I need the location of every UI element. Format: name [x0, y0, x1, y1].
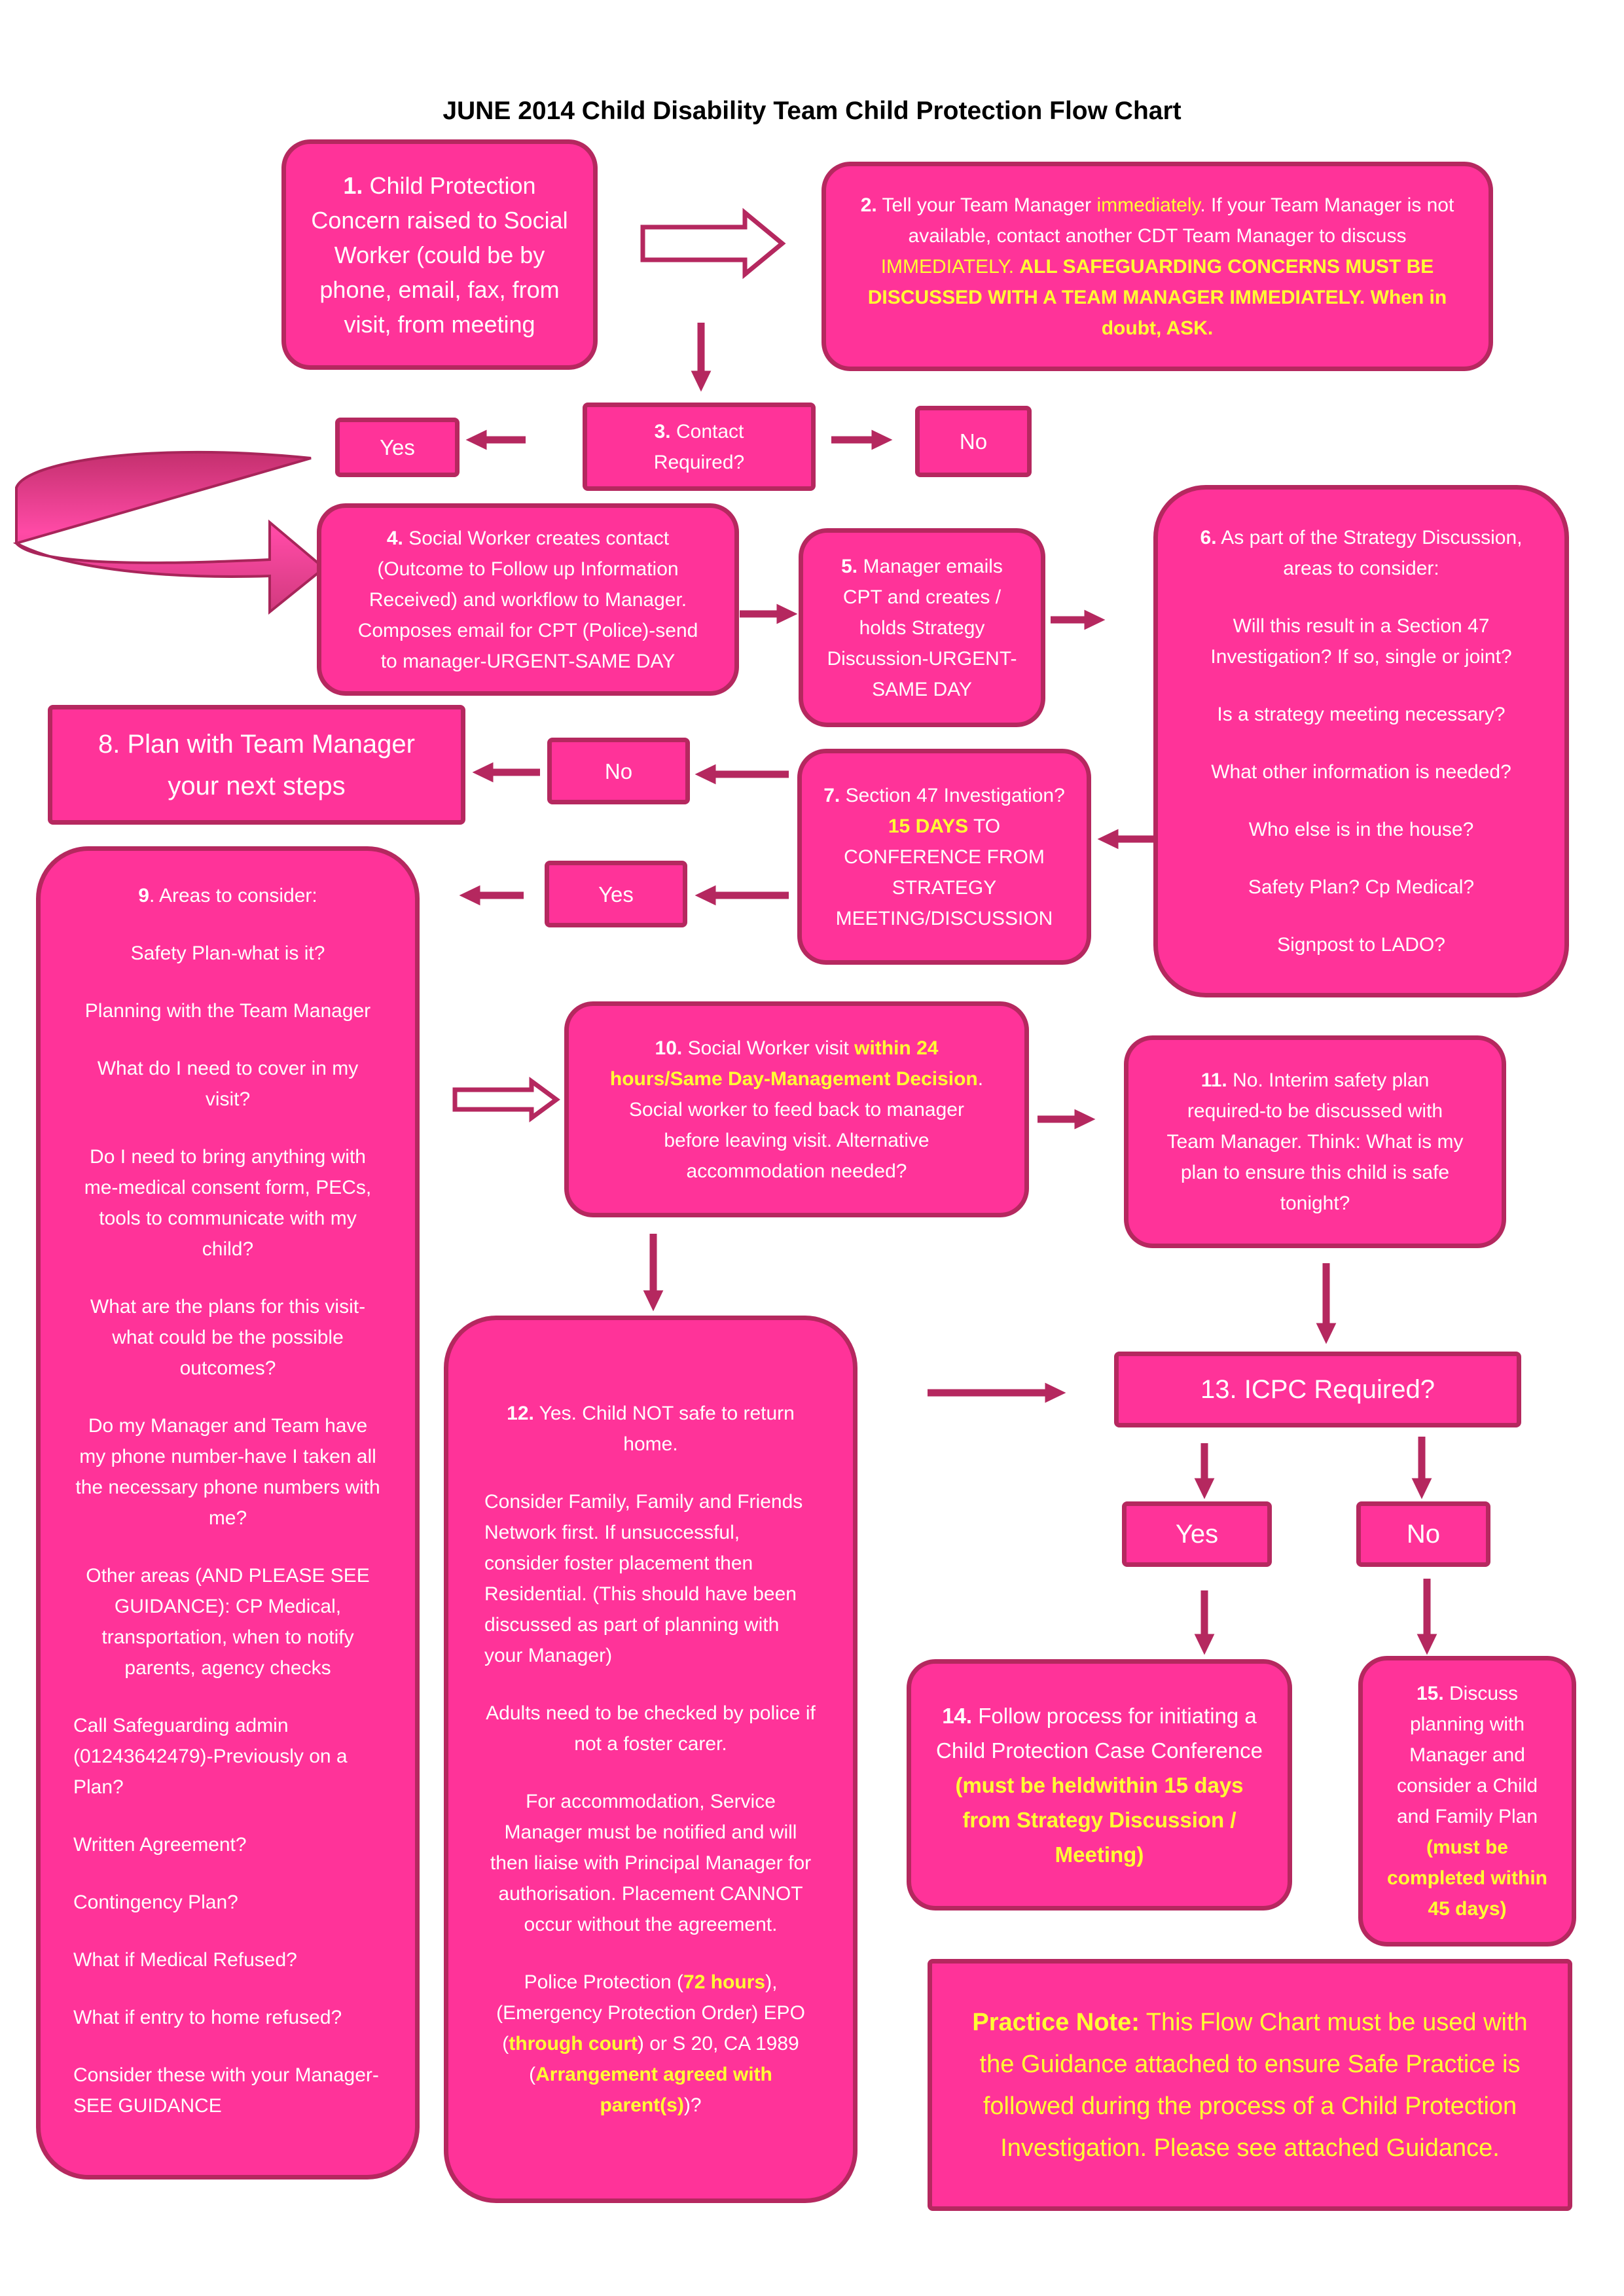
box-9-item: Written Agreement? [73, 1834, 247, 1856]
box-15-deadline: (must be completed within 45 days) [1386, 1837, 1547, 1920]
box-9-item: Planning with the Team Manager [84, 1000, 371, 1022]
box-12-through-court: through court [509, 2033, 638, 2054]
no-bottom: No [1356, 1501, 1490, 1567]
box-4-number: 4. [386, 527, 403, 549]
practice-note-text: This Flow Chart must be used with the Gu… [979, 2008, 1528, 2162]
box-9-item: Safety Plan-what is it? [130, 942, 325, 964]
box-11-text: No. Interim safety plan required-to be d… [1166, 1069, 1464, 1214]
yes-bottom: Yes [1122, 1501, 1272, 1567]
box-6-item: Safety Plan? Cp Medical? [1248, 876, 1475, 898]
box-6-number: 6. [1200, 527, 1217, 548]
box-11-number: 11. [1200, 1069, 1227, 1091]
box-2-warning: ALL SAFEGUARDING CONCERNS MUST BE DISCUS… [867, 255, 1447, 339]
box-4-text: Social Worker creates contact (Outcome t… [357, 527, 698, 672]
box-14-text: Follow process for initiating a Child Pr… [936, 1703, 1263, 1763]
box-12-para-5: ), (Emergency Protection Order) EPO ( [496, 1971, 805, 2054]
box-2-immediately-caps: IMMEDIATELY. [880, 255, 1015, 278]
box-9-item: What do I need to cover in my visit? [97, 1058, 359, 1110]
box-9-item: Do I need to bring anything with me-medi… [84, 1146, 372, 1260]
box-12-para-4: For accommodation, Service Manager must … [490, 1791, 812, 1935]
box-6-strategy-discussion: 6. As part of the Strategy Discussion, a… [1153, 485, 1569, 997]
box-12-arrangement: Arrangement agreed with parent(s) [535, 2064, 772, 2116]
box-9-heading: . Areas to consider: [149, 885, 317, 906]
box-9-item: Other areas (AND PLEASE SEE GUIDANCE): C… [86, 1565, 370, 1679]
box-3-contact-required: 3. Contact Required? [583, 403, 816, 491]
box-12-child-not-safe: 12. Yes. Child NOT safe to return home. … [444, 1316, 857, 2203]
no-top: No [915, 406, 1032, 477]
box-1-concern-raised: 1. Child Protection Concern raised to So… [281, 139, 598, 370]
yes-mid: Yes [545, 861, 687, 927]
thin-arrows [459, 323, 1437, 1655]
box-13-icpc-required: 13. ICPC Required? [1114, 1352, 1521, 1427]
box-14-case-conference: 14. Follow process for initiating a Chil… [907, 1659, 1292, 1910]
box-6-item: Will this result in a Section 47 Investi… [1210, 615, 1512, 668]
practice-note-label: Practice Note: [972, 2008, 1140, 2036]
box-7-number: 7. [823, 784, 840, 806]
box-7-text-2: TO CONFERENCE FROM STRATEGY MEETING/DISC… [835, 815, 1053, 929]
box-2-tell-manager: 2. Tell your Team Manager immediately. I… [821, 162, 1493, 371]
box-9-areas-to-consider: 9. Areas to consider: Safety Plan-what i… [36, 846, 420, 2179]
box-15-child-family-plan: 15. Discuss planning with Manager and co… [1358, 1656, 1576, 1946]
box-15-text: Discuss planning with Manager and consid… [1396, 1683, 1538, 1827]
box-3-text: Contact Required? [653, 420, 745, 473]
box-14-deadline: (must be heldwithin 15 days from Strateg… [955, 1772, 1244, 1867]
box-9-item: Call Safeguarding admin (01243642479)-Pr… [73, 1715, 348, 1798]
box-12-para-3: Adults need to be checked by police if n… [486, 1702, 816, 1755]
box-6-item: What other information is needed? [1211, 761, 1511, 783]
box-8-plan-with-manager: 8. Plan with Team Manager your next step… [48, 705, 465, 825]
page-title: JUNE 2014 Child Disability Team Child Pr… [442, 97, 1182, 125]
box-2-number: 2. [860, 194, 877, 216]
box-10-text-2: . Social worker to feed back to manager … [629, 1067, 984, 1182]
box-5-text: Manager emails CPT and creates / holds S… [827, 555, 1017, 700]
box-12-72-hours: 72 hours [683, 1971, 766, 1993]
box-10-number: 10. [655, 1037, 683, 1059]
box-6-item: Who else is in the house? [1248, 819, 1474, 840]
practice-note: Practice Note: This Flow Chart must be u… [928, 1959, 1572, 2211]
arrow-9-to-10 [452, 1077, 560, 1122]
box-12-para-1: Yes. Child NOT safe to return home. [539, 1403, 795, 1455]
box-10-text-1: Social Worker visit [687, 1037, 849, 1059]
box-12-number: 12. [507, 1403, 534, 1424]
box-15-number: 15. [1416, 1683, 1444, 1704]
box-9-item: Consider these with your Manager-SEE GUI… [73, 2064, 379, 2117]
box-12-para-2: Consider Family, Family and Friends Netw… [484, 1491, 803, 1666]
box-9-item: What if entry to home refused? [73, 2007, 342, 2028]
box-9-number: 9 [138, 885, 149, 906]
box-1-text: Child Protection Concern raised to Socia… [311, 171, 568, 338]
box-12-para-5: )? [683, 2094, 702, 2116]
box-14-number: 14. [942, 1703, 973, 1728]
no-mid: No [547, 738, 690, 804]
box-9-item: What are the plans for this visit-what c… [90, 1296, 366, 1379]
box-9-item: Contingency Plan? [73, 1892, 238, 1913]
box-7-text-1: Section 47 Investigation? [845, 784, 1065, 806]
box-4-social-worker-contact: 4. Social Worker creates contact (Outcom… [317, 503, 739, 696]
box-5-manager-emails: 5. Manager emails CPT and creates / hold… [799, 528, 1045, 727]
box-12-para-5: ) or S 20, CA 1989 ( [529, 2033, 799, 2085]
box-6-item: Signpost to LADO? [1277, 934, 1445, 956]
box-6-item: Is a strategy meeting necessary? [1217, 704, 1506, 725]
box-2-text-2: . If your Team Manager is not available,… [908, 194, 1454, 247]
box-10-social-worker-visit: 10. Social Worker visit within 24 hours/… [564, 1001, 1029, 1217]
box-11-interim-safety-plan: 11. No. Interim safety plan required-to … [1124, 1035, 1506, 1248]
box-9-item: Do my Manager and Team have my phone num… [75, 1415, 380, 1529]
box-12-para-5: Police Protection ( [524, 1971, 684, 1993]
box-7-15-days: 15 DAYS [888, 815, 969, 837]
yes-top: Yes [335, 418, 460, 477]
box-10-deadline: within 24 hours/Same Day-Management Deci… [609, 1037, 978, 1090]
box-1-number: 1. [343, 171, 363, 199]
box-9-item: What if Medical Refused? [73, 1949, 297, 1971]
arrow-1-to-2 [640, 207, 786, 279]
box-3-number: 3. [654, 420, 671, 442]
box-2-text-1: Tell your Team Manager [882, 194, 1092, 216]
box-2-immediately: immediately [1096, 194, 1200, 216]
box-5-number: 5. [841, 555, 858, 577]
box-7-section-47: 7. Section 47 Investigation? 15 DAYS TO … [797, 749, 1091, 965]
box-6-heading: As part of the Strategy Discussion, area… [1221, 527, 1523, 579]
curved-arrow-yes-to-4 [12, 450, 327, 615]
